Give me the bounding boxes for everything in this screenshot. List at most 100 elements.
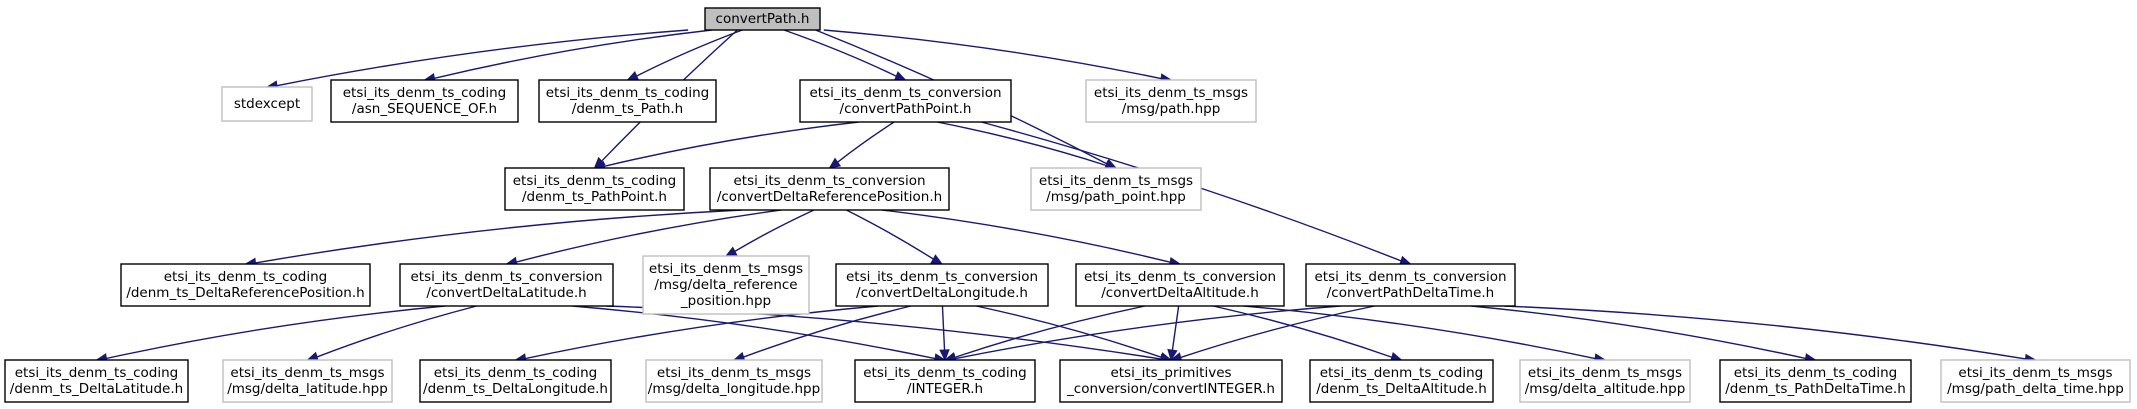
node-layer: convertPath.h stdexcept etsi_its_denm_ts_c… (4, 7, 2131, 403)
edge-line (525, 305, 879, 360)
node-box (645, 359, 823, 403)
edge-cdrp-to-msg_drp (724, 209, 815, 257)
node-cdlon[interactable]: etsi_its_denm_ts_conversion/convertDelta… (835, 263, 1049, 307)
node-pdt_h[interactable]: etsi_its_denm_ts_coding/denm_ts_PathDelt… (1719, 359, 1912, 403)
edge-cdrp-to-cdalt (881, 209, 1182, 268)
node-label: etsi_its_denm_ts_conversion (1314, 269, 1506, 285)
node-label: /msg/delta_altitude.hpp (1525, 381, 1686, 397)
node-drp_h[interactable]: etsi_its_denm_ts_coding/denm_ts_DeltaRef… (120, 263, 371, 307)
edge-cpdt-to-prim (1169, 305, 1375, 363)
edge-line (106, 305, 446, 360)
edge-cdlat-to-dlat_h (95, 305, 446, 364)
edge-arrowhead (1167, 348, 1178, 362)
node-label: etsi_its_primitives (1110, 365, 1231, 381)
node-msg_drp: etsi_its_denm_ts_msgs/msg/delta_referenc… (642, 255, 810, 315)
node-label: etsi_its_denm_ts_coding (546, 85, 710, 101)
node-msg_pp: etsi_its_denm_ts_msgs/msg/path_point.hpp (1030, 167, 1202, 211)
edge-line (954, 305, 1145, 359)
node-label: /convertPathDeltaTime.h (1327, 285, 1494, 301)
node-label: /denm_ts_DeltaAltitude.h (1316, 381, 1487, 397)
node-cdlat[interactable]: etsi_its_denm_ts_conversion/convertDelta… (399, 263, 614, 307)
node-label: etsi_its_denm_ts_coding (164, 269, 328, 285)
edge-line (1171, 305, 1180, 351)
node-label: etsi_its_denm_ts_conversion (1084, 269, 1276, 285)
node-box (854, 359, 1036, 403)
node-box (1075, 263, 1285, 307)
node-path_h[interactable]: etsi_its_denm_ts_coding/denm_ts_Path.h (538, 79, 717, 123)
node-box (799, 79, 1012, 123)
node-pathpoint_h[interactable]: etsi_its_denm_ts_coding/denm_ts_PathPoin… (504, 167, 685, 211)
edge-line (976, 305, 1162, 358)
node-label: etsi_its_denm_ts_coding (1734, 365, 1898, 381)
node-integer_h[interactable]: etsi_its_denm_ts_coding/INTEGER.h (854, 359, 1036, 403)
node-box (1309, 359, 1494, 403)
edge-line (255, 209, 742, 264)
node-box (504, 167, 685, 211)
node-box (1719, 359, 1912, 403)
node-box (330, 79, 519, 123)
edge-line (743, 305, 911, 358)
edge-line (316, 305, 477, 358)
node-label: etsi_its_denm_ts_msgs (1528, 365, 1682, 381)
node-box (120, 263, 371, 307)
edge-line (434, 29, 712, 79)
edge-cpdt-to-integer_h (943, 305, 1341, 364)
node-box (1030, 167, 1202, 211)
edge-cdlon-to-integer_h (939, 305, 950, 362)
node-label: /convertDeltaReferencePosition.h (717, 189, 942, 205)
node-dlon_h[interactable]: etsi_its_denm_ts_coding/denm_ts_DeltaLon… (419, 359, 612, 403)
node-cpdt[interactable]: etsi_its_denm_ts_conversion/convertPathD… (1305, 263, 1516, 307)
edge-cpp-to-pathpoint_h (593, 121, 859, 172)
edge-line (846, 209, 934, 260)
edge-cdalt-to-prim (1167, 305, 1180, 362)
node-dlat_h[interactable]: etsi_its_denm_ts_coding/denm_ts_DeltaLat… (4, 359, 189, 403)
node-label: etsi_its_denm_ts_msgs (649, 261, 803, 277)
edge-arrowhead (893, 71, 907, 81)
node-prim[interactable]: etsi_its_primitives_conversion/convertIN… (1059, 359, 1283, 403)
node-label: /INTEGER.h (907, 381, 983, 397)
node-label: etsi_its_denm_ts_msgs (657, 365, 811, 381)
node-box (399, 263, 614, 307)
node-box (222, 359, 393, 403)
node-dalt_h[interactable]: etsi_its_denm_ts_coding/denm_ts_DeltaAlt… (1309, 359, 1494, 403)
edge-line (516, 209, 782, 263)
node-box (1519, 359, 1691, 403)
edge-line (276, 29, 689, 87)
node-seqof[interactable]: etsi_its_denm_ts_coding/asn_SEQUENCE_OF.… (330, 79, 519, 123)
node-msg_dalt: etsi_its_denm_ts_msgs/msg/delta_altitude… (1519, 359, 1691, 403)
node-root[interactable]: convertPath.h (704, 7, 821, 31)
node-label: /denm_ts_DeltaLongitude.h (423, 381, 608, 397)
edge-cpp-to-msg_pp (936, 121, 1118, 171)
edge-line (604, 121, 859, 167)
node-label: etsi_its_denm_ts_conversion (846, 269, 1038, 285)
edge-line (837, 121, 895, 163)
node-label: etsi_its_denm_ts_msgs (230, 365, 384, 381)
node-label: convertPath.h (716, 11, 810, 27)
node-label: /msg/path_point.hpp (1046, 189, 1186, 205)
node-cpp[interactable]: etsi_its_denm_ts_conversion/convertPathP… (799, 79, 1012, 123)
node-cdrp[interactable]: etsi_its_denm_ts_conversion/convertDelta… (709, 167, 950, 211)
node-box (4, 359, 189, 403)
edge-line (954, 305, 1341, 360)
node-label: stdexcept (234, 96, 300, 112)
node-msg_path: etsi_its_denm_ts_msgs/msg/path.hpp (1085, 79, 1257, 123)
node-box (642, 255, 810, 315)
edge-root-to-path_h (626, 29, 743, 81)
node-label: /convertPathPoint.h (840, 101, 972, 117)
node-box (709, 167, 950, 211)
node-label: /denm_ts_Path.h (572, 101, 683, 117)
node-label: /denm_ts_PathDeltaTime.h (1725, 381, 1906, 397)
node-msg_dlat: etsi_its_denm_ts_msgs/msg/delta_latitude… (222, 359, 393, 403)
edge-cpp-to-cdrp (828, 121, 895, 169)
node-cdalt[interactable]: etsi_its_denm_ts_conversion/convertDelta… (1075, 263, 1285, 307)
edge-cdrp-to-cdlon (846, 209, 944, 265)
edge-line (1180, 305, 1375, 359)
node-label: /msg/delta_latitude.hpp (227, 381, 388, 397)
node-label: /msg/delta_longitude.hpp (648, 381, 820, 397)
node-label: etsi_its_denm_ts_coding (513, 173, 677, 189)
node-label: _conversion/convertINTEGER.h (1066, 381, 1275, 397)
edge-root-to-seqof (423, 29, 712, 84)
edge-root-to-msg_path (823, 29, 1173, 84)
node-stdexcept: stdexcept (221, 86, 313, 122)
